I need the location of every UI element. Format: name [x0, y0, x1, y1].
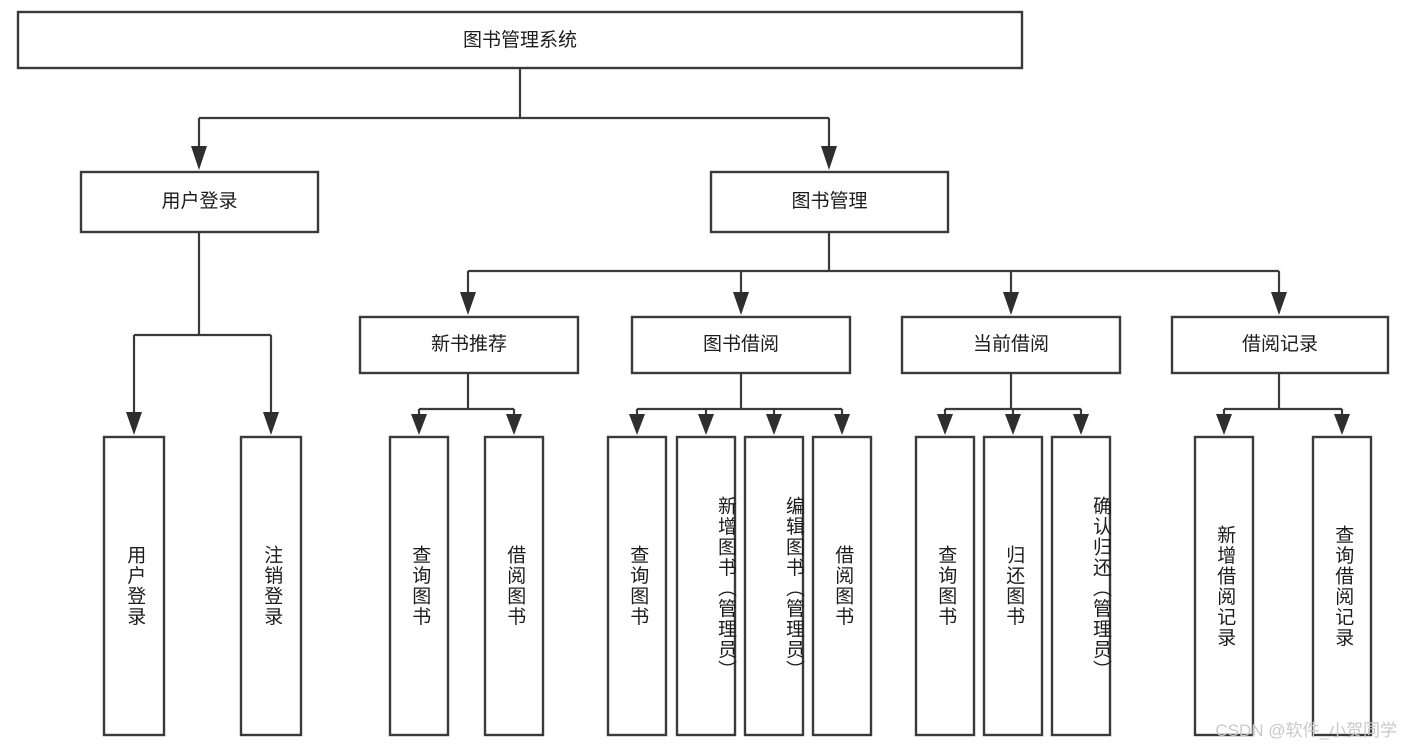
node-current-borrow-box[interactable]: [900, 315, 1122, 375]
arrow-borrow-to-query: [629, 414, 645, 435]
arrow-new-book-to-borrow: [506, 414, 522, 435]
node-book-management[interactable]: 图书管理: [709, 170, 950, 234]
arrow-current-to-confirm: [1073, 414, 1089, 435]
arrow-user-login-to-login: [126, 412, 142, 435]
node-root-system-box[interactable]: [16, 10, 1024, 70]
leaf-current-query-box[interactable]: [914, 435, 976, 737]
leaf-borrow-lend-book-box[interactable]: [811, 435, 873, 737]
edge-group-new-book: [411, 373, 522, 435]
arrow-borrow-to-add: [698, 414, 714, 435]
node-new-book-recommend-label: 新书推荐: [431, 333, 507, 355]
node-current-borrow-label: 当前借阅: [973, 333, 1049, 355]
arrow-book-mgmt-to-current: [1003, 292, 1019, 315]
arrow-current-to-return: [1005, 414, 1021, 435]
leaf-user-logout-box[interactable]: [239, 435, 303, 737]
node-book-borrow[interactable]: 图书借阅: [630, 315, 852, 375]
node-user-login[interactable]: 用户登录: [79, 170, 320, 234]
watermark-text: CSDN @软件_小贺同学: [1215, 721, 1397, 740]
node-current-borrow[interactable]: 当前借阅: [900, 315, 1122, 375]
arrow-book-mgmt-to-borrow: [733, 292, 749, 315]
arrow-borrow-to-lend: [834, 414, 850, 435]
edge-group-borrow: [629, 373, 850, 435]
arrow-new-book-to-query: [411, 414, 427, 435]
arrow-book-mgmt-to-records: [1271, 292, 1287, 315]
leaf-new-book-query-box[interactable]: [388, 435, 450, 737]
leaf-current-confirm-return-box[interactable]: [1050, 435, 1112, 737]
node-book-borrow-label: 图书借阅: [703, 333, 779, 355]
edge-group-book-mgmt: [460, 232, 1287, 315]
leaf-records-query-box[interactable]: [1311, 435, 1373, 737]
node-book-management-box[interactable]: [709, 170, 950, 234]
leaf-records-add-box[interactable]: [1193, 435, 1255, 737]
node-user-login-box[interactable]: [79, 170, 320, 234]
node-book-borrow-box[interactable]: [630, 315, 852, 375]
leaf-borrow-add-book-box[interactable]: [675, 435, 737, 737]
node-book-management-label: 图书管理: [791, 190, 867, 212]
edge-group-current: [937, 373, 1089, 435]
node-root-system[interactable]: 图书管理系统: [16, 10, 1024, 70]
node-borrow-records-label: 借阅记录: [1242, 333, 1318, 355]
arrow-book-mgmt-to-new-book: [460, 292, 476, 315]
node-new-book-recommend-box[interactable]: [358, 315, 580, 375]
arrow-root-to-book-mgmt: [821, 146, 837, 170]
leaf-borrow-edit-book-box[interactable]: [743, 435, 805, 737]
arrow-current-to-query: [937, 414, 953, 435]
arrow-borrow-to-edit: [766, 414, 782, 435]
leaf-user-login-box[interactable]: [102, 435, 166, 737]
node-root-system-label: 图书管理系统: [463, 29, 577, 51]
node-borrow-records-box[interactable]: [1170, 315, 1390, 375]
node-new-book-recommend[interactable]: 新书推荐: [358, 315, 580, 375]
arrow-root-to-user-login: [191, 146, 207, 170]
node-borrow-records[interactable]: 借阅记录: [1170, 315, 1390, 375]
edge-group-user-login: [126, 232, 279, 435]
arrow-user-login-to-logout: [263, 412, 279, 435]
arrow-records-to-add: [1216, 414, 1232, 435]
leaf-new-book-borrow-box[interactable]: [483, 435, 545, 737]
leaf-borrow-query-box[interactable]: [606, 435, 668, 737]
arrow-records-to-query: [1334, 414, 1350, 435]
leaf-current-return-box[interactable]: [982, 435, 1044, 737]
node-user-login-label: 用户登录: [161, 190, 237, 212]
edge-group-records: [1216, 373, 1350, 435]
edge-group-root: [191, 68, 837, 170]
